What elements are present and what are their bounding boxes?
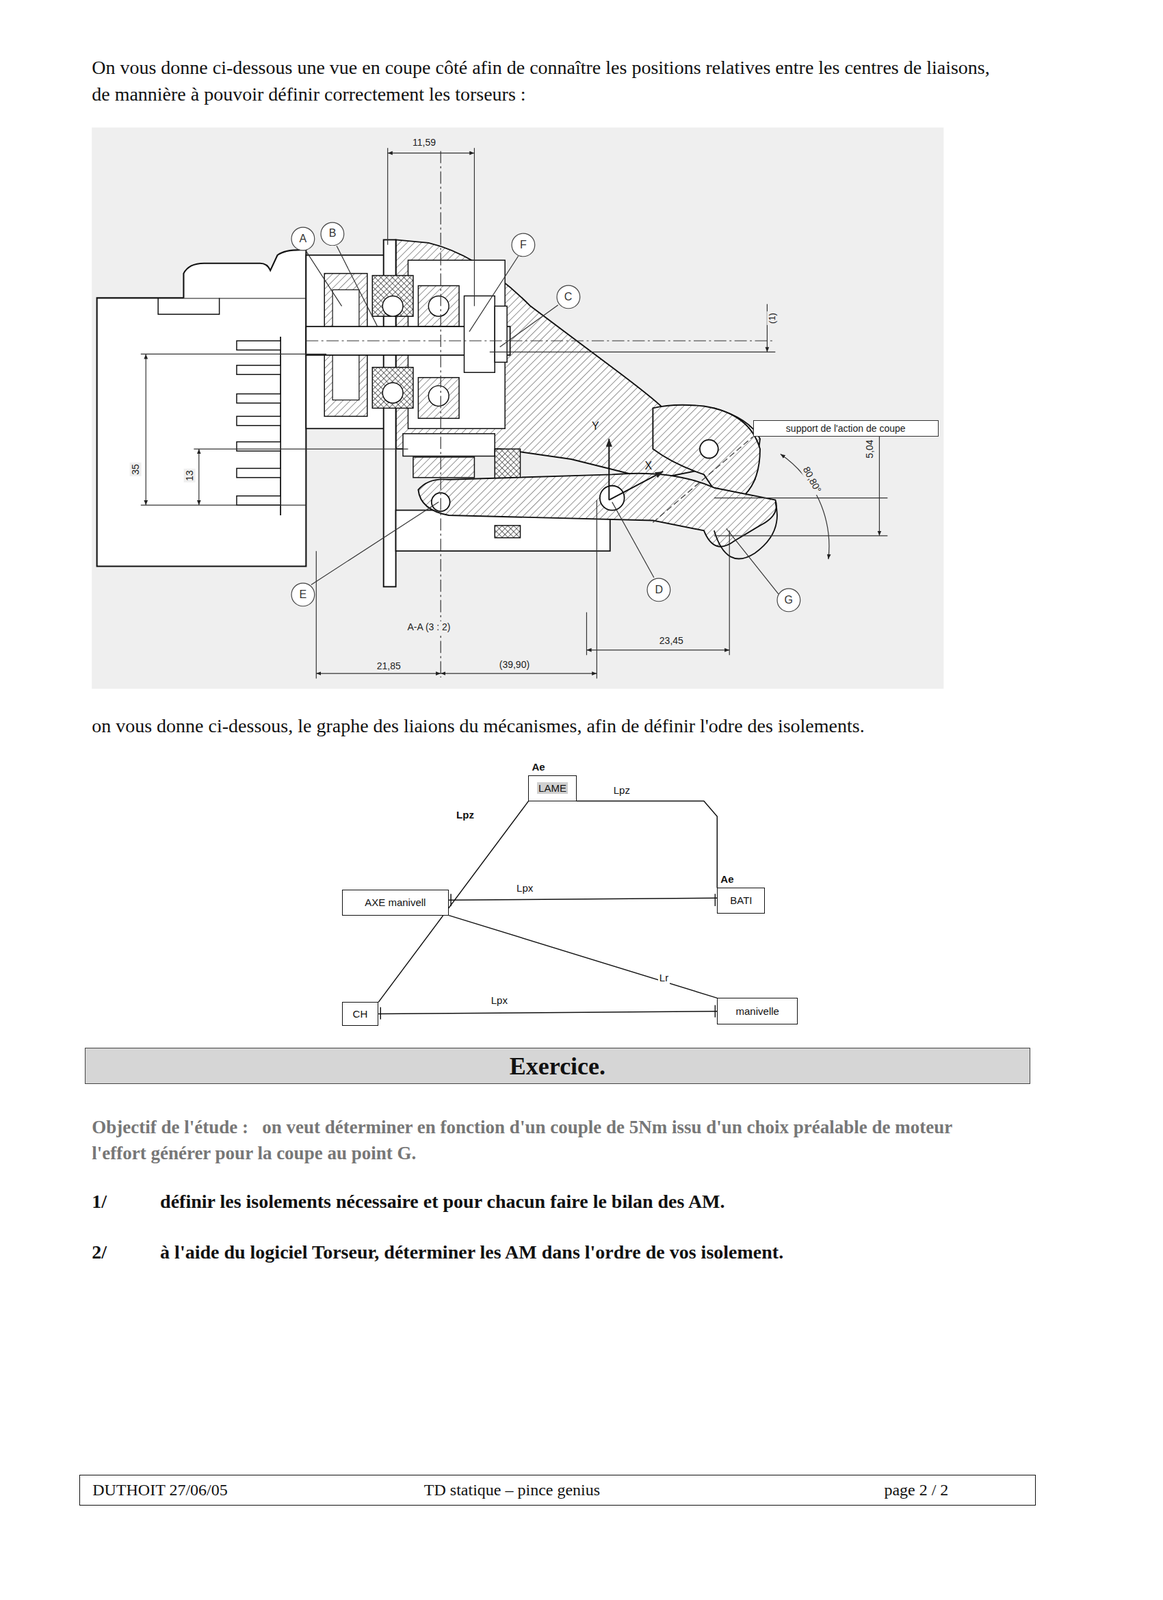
link-label: Lpx xyxy=(515,882,535,895)
callout-outline xyxy=(291,583,315,607)
link-label: Lpz xyxy=(454,809,476,821)
link-line xyxy=(448,915,717,999)
node-text: BATI xyxy=(729,894,752,906)
axis-name: X xyxy=(644,459,652,473)
callout-circle: C xyxy=(556,284,581,310)
dimension: 5,04 xyxy=(863,438,875,460)
callout-circle: E xyxy=(290,582,316,607)
view-name: A-A (3 : 2) xyxy=(406,621,453,633)
callout-outline xyxy=(291,227,315,251)
part-box: manivelle xyxy=(716,997,798,1025)
callout-outline xyxy=(320,222,345,246)
node-text: C xyxy=(564,290,573,304)
footer-text: DUTHOIT 27/06/05 xyxy=(92,1480,228,1499)
part-box: AXE manivell xyxy=(342,889,450,915)
link-line xyxy=(448,897,717,900)
dimension: 23,45 xyxy=(658,634,685,647)
dimension: 35 xyxy=(129,462,142,477)
link-label: Lr xyxy=(658,972,670,984)
link-line xyxy=(576,801,718,888)
part-box: CH xyxy=(342,1001,380,1025)
footer-text: TD statique – pince genius xyxy=(424,1480,600,1499)
part-box: AeLAME xyxy=(528,775,577,801)
callout-outline xyxy=(777,588,801,612)
link-label: Lpz xyxy=(612,784,632,797)
dimension: (39,90) xyxy=(498,658,531,671)
question-text: à l'aide du logiciel Torseur, déterminer… xyxy=(160,1240,784,1264)
node-text: LAME xyxy=(537,781,568,794)
node-heading: Ae xyxy=(720,872,734,885)
node-text: support de l'action de coupe xyxy=(786,422,906,434)
node-text: F xyxy=(519,238,527,252)
node-text: D xyxy=(655,583,664,596)
objective-heading: Objectif de l'étude : xyxy=(91,1116,249,1138)
dimension: 21,85 xyxy=(375,660,403,672)
intro-text: On vous donne ci-dessous une vue en coup… xyxy=(91,54,1005,108)
node-heading: Ae xyxy=(531,760,545,773)
note-box: support de l'action de coupe xyxy=(753,420,939,437)
callout-circle: G xyxy=(776,587,802,613)
callout-circle: B xyxy=(320,221,345,247)
callout-circle: F xyxy=(511,232,536,258)
section-band: Exercice. xyxy=(84,1047,1031,1083)
dimension: (1) xyxy=(766,311,778,325)
node-text: manivelle xyxy=(736,1004,780,1017)
dimension: 13 xyxy=(184,468,196,483)
part-box: AeBATI xyxy=(716,887,765,913)
axis-name: Y xyxy=(591,419,600,433)
intro-text: on vous donne ci-dessous, le graphe des … xyxy=(91,714,865,738)
link-label: Lpx xyxy=(489,994,509,1007)
node-text: B xyxy=(329,227,337,240)
callout-outline xyxy=(647,578,671,602)
question-number: 2/ xyxy=(91,1240,107,1264)
node-text: AXE manivell xyxy=(364,896,426,908)
node-text: G xyxy=(783,593,793,607)
node-text: CH xyxy=(353,1007,369,1020)
footer-box: DUTHOIT 27/06/05 TD statique – pince geni… xyxy=(79,1474,1036,1506)
callout-outline xyxy=(511,233,535,257)
question-text: définir les isolements nécessaire et pou… xyxy=(160,1189,725,1213)
callout-outline xyxy=(556,285,581,309)
node-text: Exercice. xyxy=(509,1051,606,1081)
footer-text: page 2 / 2 xyxy=(883,1480,949,1499)
callout-circle: A xyxy=(290,226,316,252)
objective-paragraph: Objectif de l'étude : on veut déterminer… xyxy=(91,1113,982,1166)
node-text: A xyxy=(299,232,308,245)
node-text: E xyxy=(299,588,308,601)
callout-circle: D xyxy=(646,577,672,603)
question-number: 1/ xyxy=(91,1189,107,1213)
link-line xyxy=(378,1011,717,1014)
dimension: 11,59 xyxy=(411,136,438,149)
